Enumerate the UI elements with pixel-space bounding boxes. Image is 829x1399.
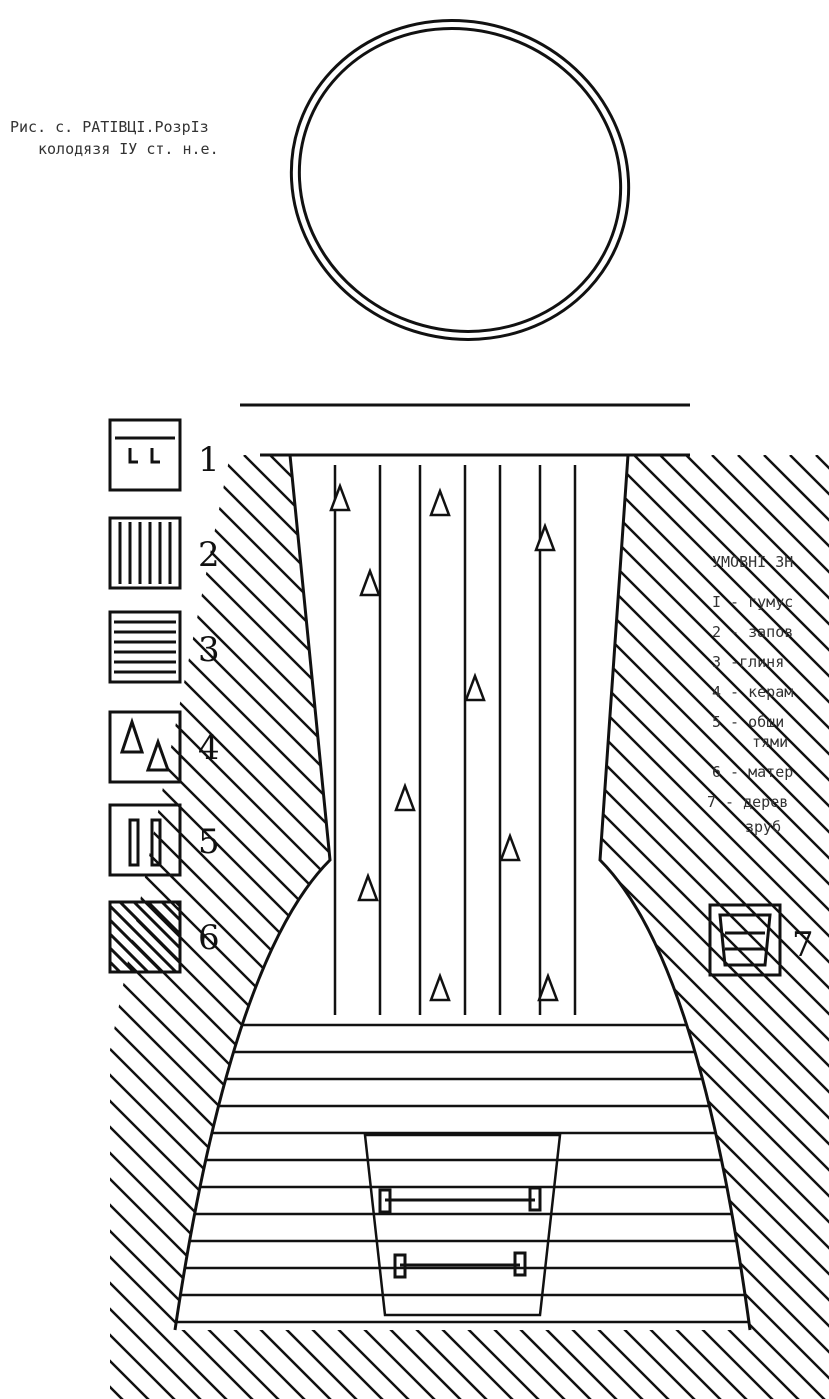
well-outline	[173, 403, 752, 1331]
hatch-line	[110, 455, 829, 1399]
ceramic-triangle-icon	[499, 832, 521, 862]
hatch-line	[110, 455, 829, 1399]
swatch-number-7: 7	[792, 925, 814, 965]
ceramic-triangle-icon	[464, 672, 486, 702]
legend-item-2: 2 - запов	[712, 623, 794, 641]
hatch-line	[581, 455, 829, 1399]
caption-line-1: Рис. с. РАТІВЦІ.РозрІз	[10, 118, 209, 136]
hatch-line	[607, 455, 829, 1399]
hatch-line	[503, 455, 829, 1399]
hatch-line	[555, 455, 829, 1399]
swatch-number-3: 3	[198, 630, 220, 670]
hatch-line	[0, 455, 102, 1399]
hatch-line	[110, 455, 805, 1399]
hatch-line	[110, 455, 829, 1399]
ceramic-triangle-icon	[534, 522, 556, 552]
hatch-line	[477, 455, 829, 1399]
legend-item-1: I - гумус	[712, 593, 794, 611]
ceramic-triangle-icon	[359, 567, 381, 597]
legend-item-5-cont: тями	[752, 733, 789, 751]
swatch-number-4: 4	[198, 728, 220, 768]
swatch-number-1: 1	[198, 440, 220, 480]
legend-item-6: 6 - матер	[712, 763, 794, 781]
hatch-line	[110, 455, 753, 1399]
legend-swatch-2	[108, 516, 182, 590]
legend-item-5: 5 - обши	[712, 713, 785, 731]
ceramic-triangle-icon	[429, 487, 451, 517]
hatch-line	[110, 455, 311, 1399]
legend-item-3: 3 -глиня	[712, 653, 785, 671]
swatch-number-6: 6	[198, 918, 220, 958]
swatch-number-5: 5	[198, 822, 220, 862]
hatch-line	[110, 455, 493, 1399]
legend-swatch-1	[108, 418, 182, 492]
hatch-line	[529, 455, 829, 1399]
legend-item-4: 4 - керам	[712, 683, 794, 701]
plan-oval	[289, 19, 631, 341]
hatch-line	[110, 455, 441, 1399]
ceramic-triangle-icon	[329, 482, 351, 512]
hatch-line	[110, 455, 829, 1399]
hatch-line	[110, 455, 181, 1399]
hatch-line	[110, 455, 623, 1399]
ceramic-triangle-icon	[394, 782, 416, 812]
swatch-number-2: 2	[198, 535, 220, 575]
legend-swatch-7	[708, 903, 782, 977]
hatch-line	[110, 455, 649, 1399]
legend-swatch-3	[108, 610, 182, 684]
hatch-line	[0, 455, 50, 1399]
ceramic-triangle-icon	[537, 972, 559, 1002]
hatch-line	[110, 455, 597, 1399]
hatch-line	[0, 455, 76, 1399]
legend-swatch-4	[108, 710, 182, 784]
hatch-line	[110, 455, 389, 1399]
legend-swatch-5	[108, 803, 182, 877]
caption-line-2: колодязя IУ ст. н.е.	[38, 140, 219, 158]
hatch-line	[110, 455, 701, 1399]
hatch-line	[633, 455, 829, 1399]
hatch-line	[110, 455, 545, 1399]
hatch-line	[110, 455, 571, 1399]
hatch-line	[110, 455, 675, 1399]
hatch-line	[110, 455, 829, 1399]
legend-item-7: 7 - дерев	[707, 793, 789, 811]
hatch-line	[110, 455, 337, 1399]
legend-title: УМОВНІ ЗН	[712, 553, 794, 571]
ceramic-triangle-icon	[357, 872, 379, 902]
hatch-line	[110, 455, 519, 1399]
hatch-line	[110, 455, 285, 1399]
legend-item-7-cont: зруб	[745, 818, 782, 836]
hatch-line	[659, 455, 829, 1399]
legend-swatch-6	[108, 900, 182, 974]
ceramic-triangle-icon	[429, 972, 451, 1002]
